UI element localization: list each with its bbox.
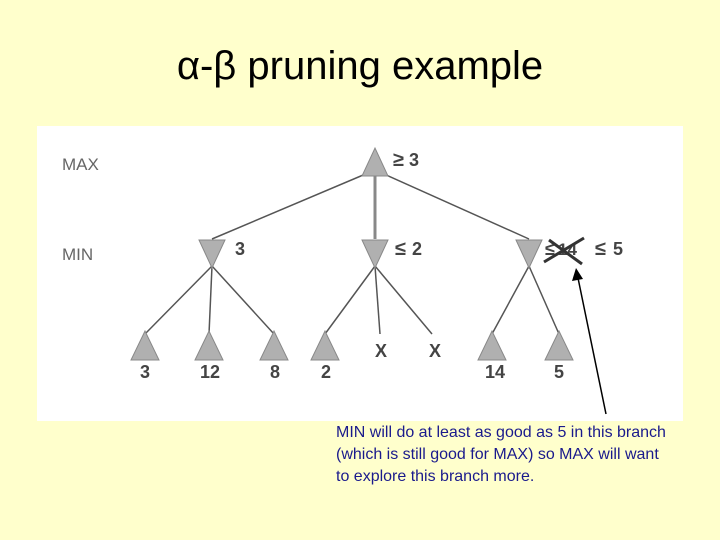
leaf-edges: [144, 265, 560, 335]
min-node-1: [198, 239, 226, 270]
game-tree-figure: MAX MIN ≥ 3 3 ≤ 2 ≤ 14: [37, 126, 683, 421]
root-bound-value: 3: [409, 150, 419, 170]
leaf-value-3: 8: [270, 362, 280, 382]
min-node-3: [515, 239, 543, 270]
min-node-2: [361, 239, 389, 270]
leaf-value-4: 2: [321, 362, 331, 382]
root-bound-symbol: ≥: [393, 149, 404, 171]
caption-line-1: MIN will do at least as good as 5 in thi…: [336, 424, 666, 441]
min-level-label: MIN: [62, 245, 93, 264]
game-tree-diagram: MAX MIN ≥ 3 3 ≤ 2 ≤ 14: [62, 146, 623, 382]
leaf-value-2: 12: [200, 362, 220, 382]
leaf-value-1: 3: [140, 362, 150, 382]
caption-line-2: (which is still good for MAX) so MAX wil…: [336, 446, 659, 463]
leaf-node-7: [477, 329, 507, 361]
min-node-3-bound-symbol: ≤: [595, 238, 606, 260]
caption-line-3: to explore this branch more.: [336, 468, 535, 485]
leaf-node-2: [194, 329, 224, 361]
leaf-node-4: [310, 329, 340, 361]
min-node-2-value: 2: [412, 239, 422, 259]
max-root-node: [361, 146, 389, 177]
max-level-label: MAX: [62, 155, 99, 174]
min-node-3-crossed-symbol: ≤: [545, 239, 555, 259]
leaf-node-8: [544, 329, 574, 361]
annotation-caption: MIN will do at least as good as 5 in thi…: [336, 422, 716, 488]
leaf-node-3: [259, 329, 289, 361]
root-edges: [211, 169, 530, 240]
min-node-1-value: 3: [235, 239, 245, 259]
leaf-node-1: [130, 329, 160, 361]
leaf-value-7: 14: [485, 362, 505, 382]
min-node-3-value: 5: [613, 239, 623, 259]
pruned-leaf-1: X: [375, 341, 387, 361]
min-node-2-bound-symbol: ≤: [395, 238, 406, 260]
slide-title: α-β pruning example: [176, 44, 544, 88]
strike-through-mark: [543, 236, 585, 266]
leaf-value-8: 5: [554, 362, 564, 382]
pruned-leaf-2: X: [429, 341, 441, 361]
